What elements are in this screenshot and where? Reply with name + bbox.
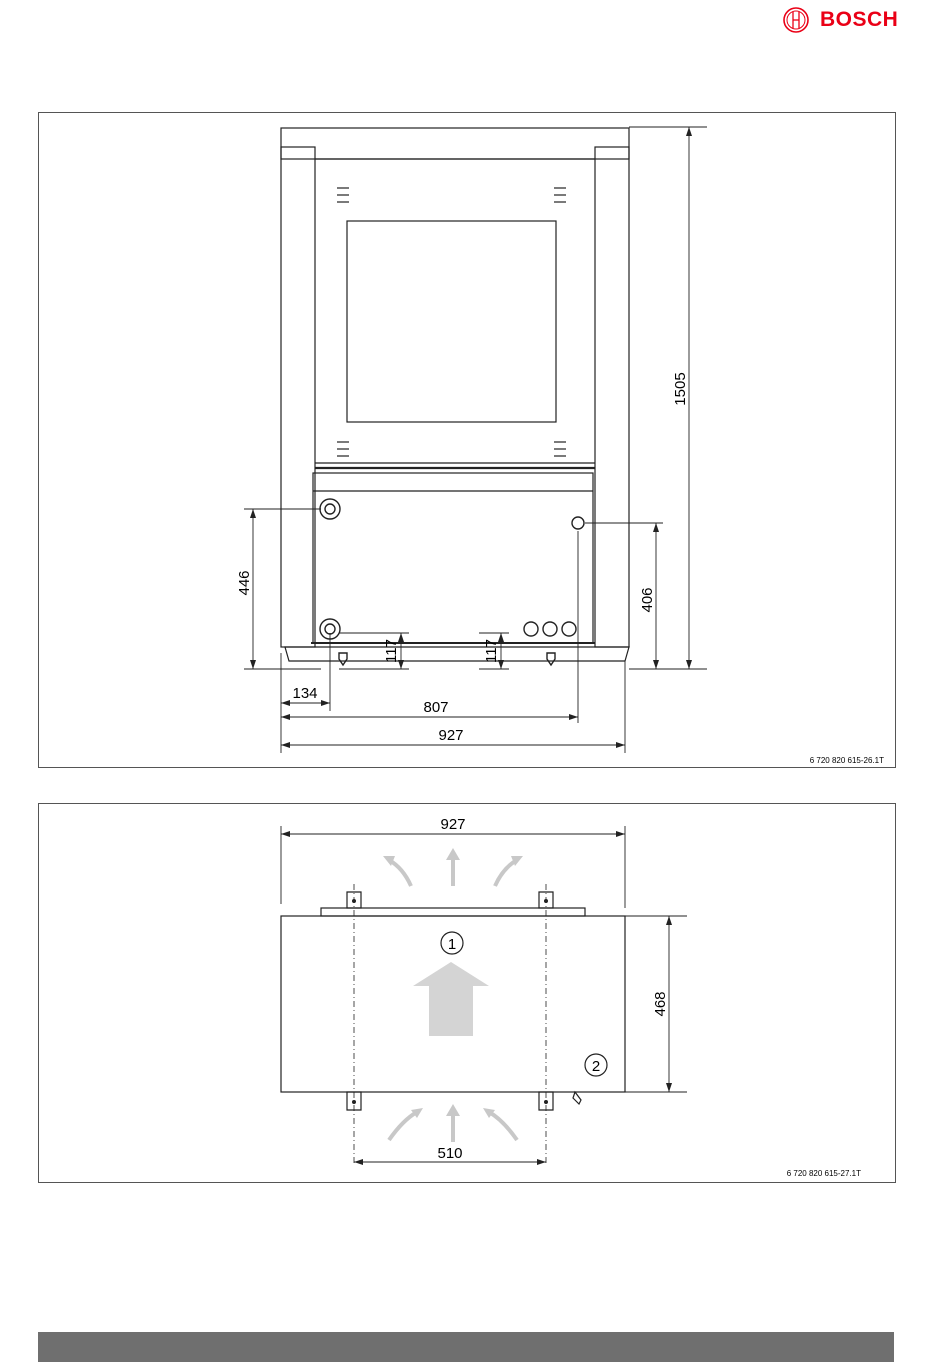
drawing-code-top: 6 720 820 615-27.1T xyxy=(787,1169,861,1178)
vent-marks xyxy=(337,188,566,456)
dim-pipe-offset-left: 134 xyxy=(292,685,317,702)
drawing-code-front: 6 720 820 615-26.1T xyxy=(810,756,884,765)
top-view-panel: 1 2 927 468 510 6 720 820 615-27.1T xyxy=(38,803,896,1183)
dim-width-total: 927 xyxy=(438,727,463,744)
dim-depth-total: 468 xyxy=(652,991,669,1016)
top-dimension-arrows xyxy=(281,831,672,1165)
airflow-direction-arrow xyxy=(413,962,489,1036)
front-view-drawing: 1505 446 406 117 117 134 807 927 6 720 8… xyxy=(39,113,895,767)
bosch-logo-icon xyxy=(782,5,816,35)
unit-outline xyxy=(281,128,629,661)
dim-pipe-spacing: 807 xyxy=(423,699,448,716)
dim-connection-height-right: 117 xyxy=(483,639,500,663)
dim-foot-spacing: 510 xyxy=(437,1145,462,1162)
dim-pipe-height-left: 446 xyxy=(236,570,253,595)
brand-name: BOSCH xyxy=(820,8,898,32)
callout-2: 2 xyxy=(592,1058,600,1075)
dim-top-width-total: 927 xyxy=(440,816,465,833)
callout-1: 1 xyxy=(448,936,456,953)
dim-connection-height-left: 117 xyxy=(383,639,400,663)
dim-height-total: 1505 xyxy=(672,372,689,405)
dimension-arrows xyxy=(250,127,692,748)
dim-pipe-height-right: 406 xyxy=(639,587,656,612)
top-view-drawing: 1 2 927 468 510 6 720 820 615-27.1T xyxy=(39,804,895,1182)
pipe-connections xyxy=(320,499,584,665)
top-dimension-lines xyxy=(281,826,687,1162)
footer-bar xyxy=(38,1332,894,1362)
front-view-panel: 1505 446 406 117 117 134 807 927 6 720 8… xyxy=(38,112,896,768)
